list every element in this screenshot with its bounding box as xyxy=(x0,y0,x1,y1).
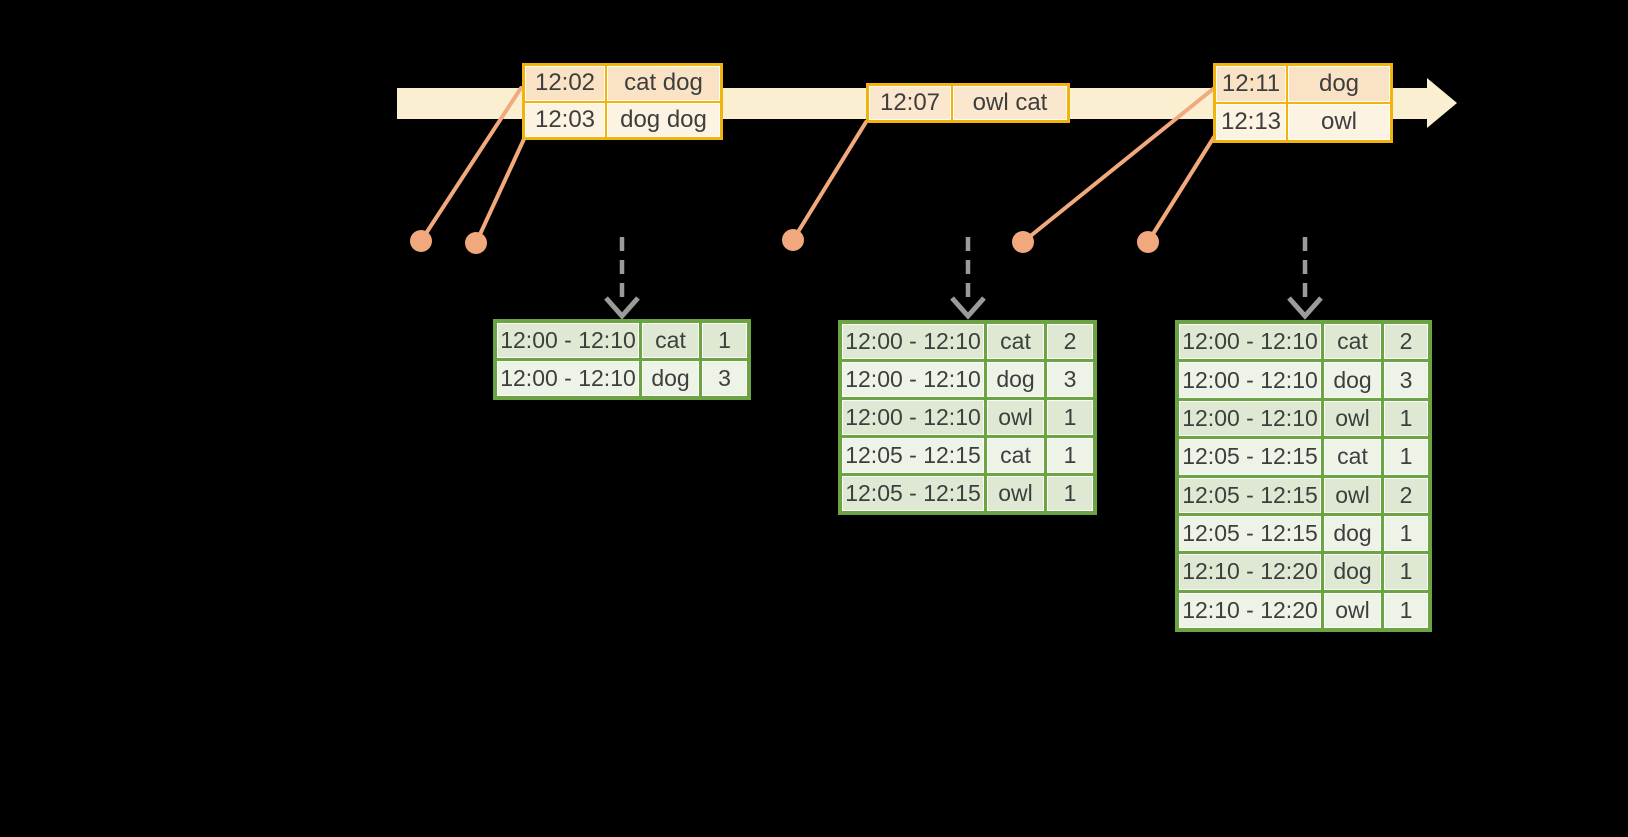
result-row: 12:00 - 12:10 cat 2 xyxy=(842,324,1093,359)
event-words-cell: owl cat xyxy=(953,86,1067,120)
event-row: 12:11 dog xyxy=(1216,66,1390,102)
window-cell: 12:05 - 12:15 xyxy=(842,438,984,473)
window-cell: 12:00 - 12:10 xyxy=(842,362,984,397)
event-time-cell: 12:11 xyxy=(1216,66,1286,102)
result-row: 12:00 - 12:10 owl 1 xyxy=(1179,400,1428,437)
timeline-arrow-icon xyxy=(1427,78,1457,128)
event-time-cell: 12:07 xyxy=(869,86,951,120)
event-dot xyxy=(1137,231,1159,253)
word-cell: cat xyxy=(987,438,1044,473)
result-table-1: 12:00 - 12:10 cat 1 12:00 - 12:10 dog 3 xyxy=(493,319,751,400)
word-cell: dog xyxy=(642,361,699,396)
result-row: 12:05 - 12:15 cat 1 xyxy=(842,438,1093,473)
count-cell: 1 xyxy=(1047,438,1093,473)
event-time-cell: 12:03 xyxy=(525,102,605,137)
count-cell: 3 xyxy=(1047,362,1093,397)
word-cell: cat xyxy=(1324,439,1381,475)
window-cell: 12:00 - 12:10 xyxy=(1179,400,1321,437)
word-cell: dog xyxy=(1324,362,1381,398)
event-time-cell: 12:02 xyxy=(525,66,605,101)
result-table-3: 12:00 - 12:10 cat 2 12:00 - 12:10 dog 3 … xyxy=(1175,320,1432,632)
word-cell: owl xyxy=(987,400,1044,435)
connector-line xyxy=(419,86,523,243)
event-words-cell: cat dog xyxy=(607,66,720,101)
word-cell: owl xyxy=(987,476,1044,511)
connector-line xyxy=(1021,87,1215,244)
window-cell: 12:05 - 12:15 xyxy=(1179,477,1321,513)
result-row: 12:00 - 12:10 cat 1 xyxy=(497,323,747,358)
event-words-cell: dog xyxy=(1288,66,1390,102)
event-dot xyxy=(782,229,804,251)
word-cell: dog xyxy=(1324,515,1381,552)
result-row: 12:00 - 12:10 dog 3 xyxy=(1179,362,1428,398)
count-cell: 2 xyxy=(1384,324,1428,360)
count-cell: 1 xyxy=(1047,476,1093,511)
window-cell: 12:00 - 12:10 xyxy=(842,324,984,359)
trigger-arrowhead-icon xyxy=(950,296,986,320)
word-cell: owl xyxy=(1324,592,1381,628)
count-cell: 1 xyxy=(1384,439,1428,475)
count-cell: 1 xyxy=(1384,515,1428,552)
event-row: 12:13 owl xyxy=(1216,104,1390,140)
result-row: 12:05 - 12:15 owl 2 xyxy=(1179,477,1428,513)
event-table-2: 12:07 owl cat xyxy=(866,83,1070,123)
result-row: 12:00 - 12:10 dog 3 xyxy=(842,362,1093,397)
connector-line xyxy=(791,120,868,242)
word-cell: dog xyxy=(987,362,1044,397)
word-cell: dog xyxy=(1324,554,1381,590)
window-cell: 12:05 - 12:15 xyxy=(1179,515,1321,552)
event-dot xyxy=(465,232,487,254)
window-cell: 12:10 - 12:20 xyxy=(1179,554,1321,590)
word-cell: cat xyxy=(642,323,699,358)
event-words-cell: dog dog xyxy=(607,102,720,137)
result-table-2: 12:00 - 12:10 cat 2 12:00 - 12:10 dog 3 … xyxy=(838,320,1097,515)
result-row: 12:10 - 12:20 dog 1 xyxy=(1179,554,1428,590)
window-cell: 12:05 - 12:15 xyxy=(1179,439,1321,475)
event-row: 12:07 owl cat xyxy=(869,86,1067,120)
count-cell: 2 xyxy=(1047,324,1093,359)
window-cell: 12:00 - 12:10 xyxy=(497,361,639,396)
event-time-cell: 12:13 xyxy=(1216,104,1286,140)
result-row: 12:00 - 12:10 owl 1 xyxy=(842,400,1093,435)
count-cell: 1 xyxy=(1384,400,1428,437)
connector-line xyxy=(1146,135,1216,244)
window-cell: 12:05 - 12:15 xyxy=(842,476,984,511)
event-table-1: 12:02 cat dog 12:03 dog dog xyxy=(522,63,723,140)
count-cell: 3 xyxy=(702,361,747,396)
word-cell: cat xyxy=(1324,324,1381,360)
window-cell: 12:10 - 12:20 xyxy=(1179,592,1321,628)
word-cell: owl xyxy=(1324,477,1381,513)
window-cell: 12:00 - 12:10 xyxy=(842,400,984,435)
count-cell: 1 xyxy=(1047,400,1093,435)
result-row: 12:10 - 12:20 owl 1 xyxy=(1179,592,1428,628)
event-table-3: 12:11 dog 12:13 owl xyxy=(1213,63,1393,143)
word-cell: cat xyxy=(987,324,1044,359)
event-dot xyxy=(1012,231,1034,253)
connector-line xyxy=(474,137,526,245)
result-row: 12:00 - 12:10 dog 3 xyxy=(497,361,747,396)
event-words-cell: owl xyxy=(1288,104,1390,140)
result-row: 12:05 - 12:15 cat 1 xyxy=(1179,439,1428,475)
result-row: 12:05 - 12:15 owl 1 xyxy=(842,476,1093,511)
count-cell: 1 xyxy=(702,323,747,358)
count-cell: 1 xyxy=(1384,592,1428,628)
result-row: 12:00 - 12:10 cat 2 xyxy=(1179,324,1428,360)
count-cell: 1 xyxy=(1384,554,1428,590)
window-cell: 12:00 - 12:10 xyxy=(1179,362,1321,398)
window-cell: 12:00 - 12:10 xyxy=(497,323,639,358)
word-cell: owl xyxy=(1324,400,1381,437)
event-row: 12:02 cat dog xyxy=(525,66,720,101)
window-cell: 12:00 - 12:10 xyxy=(1179,324,1321,360)
count-cell: 2 xyxy=(1384,477,1428,513)
count-cell: 3 xyxy=(1384,362,1428,398)
trigger-arrowhead-icon xyxy=(604,296,640,320)
event-dot xyxy=(410,230,432,252)
result-row: 12:05 - 12:15 dog 1 xyxy=(1179,515,1428,552)
trigger-arrowhead-icon xyxy=(1287,296,1323,320)
event-row: 12:03 dog dog xyxy=(525,102,720,137)
